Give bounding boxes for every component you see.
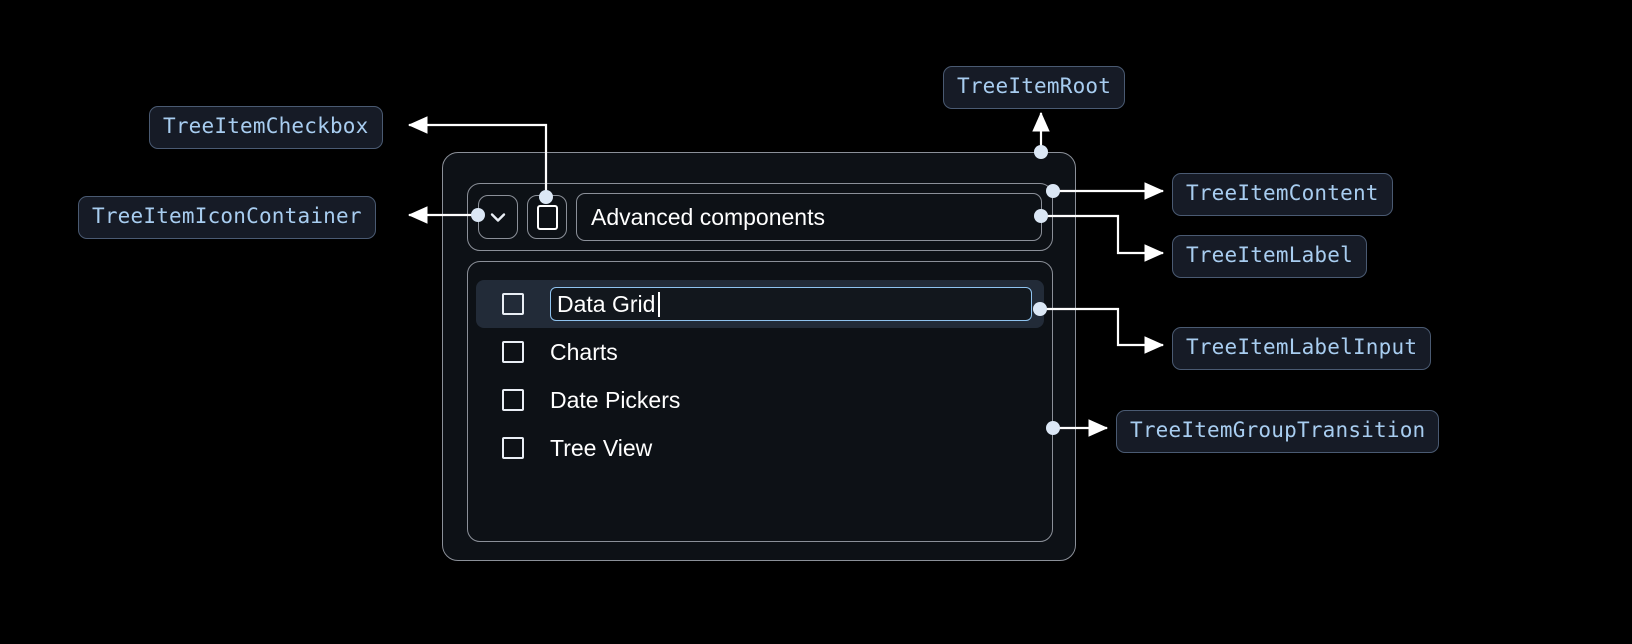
tree-item-label: Charts xyxy=(550,338,618,365)
tree-item-checkbox[interactable] xyxy=(527,195,567,239)
annotation-tree-item-group-transition: TreeItemGroupTransition xyxy=(1116,410,1440,453)
chevron-down-icon xyxy=(490,213,506,222)
checkbox-unchecked-icon[interactable] xyxy=(502,293,524,315)
tree-item-date-pickers[interactable]: Date Pickers xyxy=(468,376,1052,424)
annotation-tree-item-checkbox: TreeItemCheckbox xyxy=(149,106,383,149)
tree-item-content[interactable]: Advanced components xyxy=(467,183,1053,251)
tree-item-data-grid[interactable]: Data Grid xyxy=(476,280,1044,328)
annotation-tree-item-label-input: TreeItemLabelInput xyxy=(1172,327,1432,370)
checkbox-unchecked-icon[interactable] xyxy=(502,341,524,363)
annotation-tree-item-root: TreeItemRoot xyxy=(943,66,1126,109)
annotation-tree-item-content: TreeItemContent xyxy=(1172,173,1393,216)
tree-item-label-input-value: Data Grid xyxy=(557,290,656,317)
tree-item-root[interactable]: Advanced components Data Grid Charts Dat… xyxy=(442,152,1076,561)
tree-item-label: Tree View xyxy=(550,434,653,461)
checkbox-unchecked-icon xyxy=(536,204,558,230)
tree-item-charts[interactable]: Charts xyxy=(468,328,1052,376)
tree-item-tree-view[interactable]: Tree View xyxy=(468,424,1052,472)
tree-item-icon-container[interactable] xyxy=(478,195,518,239)
annotation-tree-item-label: TreeItemLabel xyxy=(1172,235,1367,278)
tree-item-label-input[interactable]: Data Grid xyxy=(550,287,1032,321)
annotation-tree-item-icon-container: TreeItemIconContainer xyxy=(78,196,376,239)
checkbox-unchecked-icon[interactable] xyxy=(502,437,524,459)
text-caret xyxy=(658,291,660,317)
tree-item-group-transition: Data Grid Charts Date Pickers Tree View xyxy=(467,261,1053,542)
checkbox-unchecked-icon[interactable] xyxy=(502,389,524,411)
tree-item-label[interactable]: Advanced components xyxy=(576,193,1042,241)
tree-item-label: Date Pickers xyxy=(550,386,681,413)
